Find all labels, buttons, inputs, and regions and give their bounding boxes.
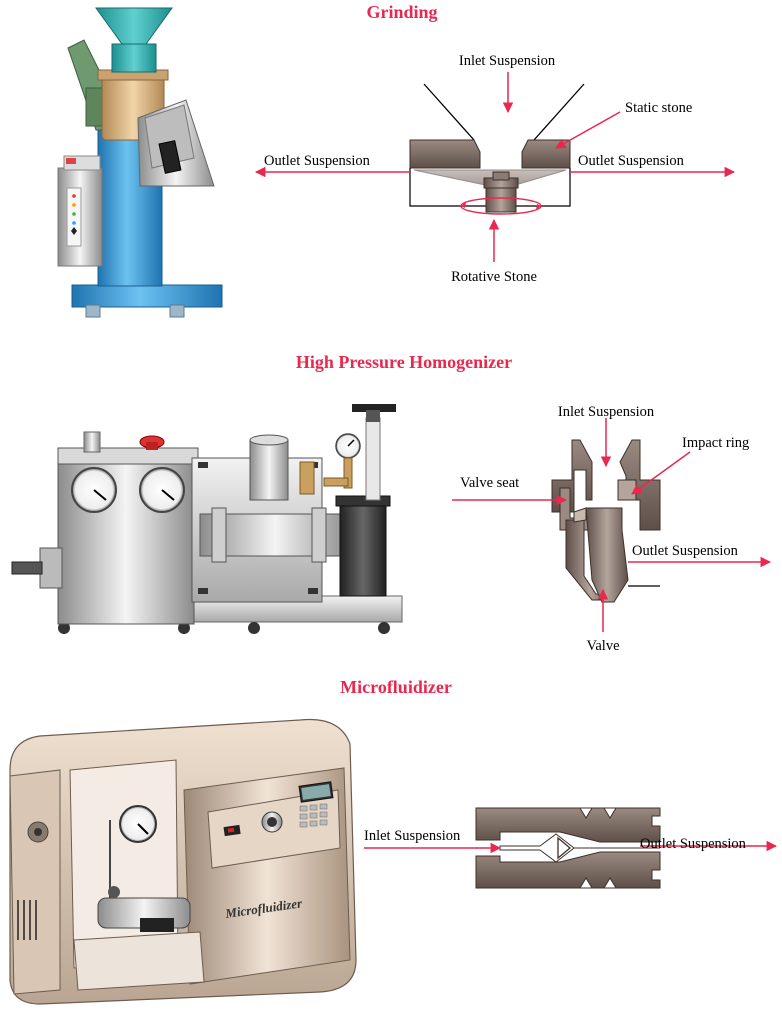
homogenizer-inlet-label: Inlet Suspension [558,404,655,420]
grinding-inlet-label: Inlet Suspension [459,53,556,69]
impact-ring-arrow [631,451,691,495]
chamber-bottom-block [475,851,661,889]
microfluidizer-section: Microfluidizer Microfluidizer [9,677,778,1005]
microfluidizer-chamber-schematic: Inlet Suspension Outlet Suspension [364,807,778,889]
grinding-title: Grinding [366,2,437,22]
homogenizer-machine-illustration [11,404,403,634]
grinding-outlet-left-label: Outlet Suspension [264,153,371,169]
chamber-top-block [475,807,661,843]
static-stone-arrow [555,111,621,149]
homogenizer-section: High Pressure Homogenizer [11,352,772,654]
impact-ring-left [551,439,593,513]
microfluidizer-outlet-label: Outlet Suspension [640,836,747,852]
homogenizer-outlet-label: Outlet Suspension [632,543,739,559]
static-stone-label: Static stone [625,100,692,116]
homogenizer-title: High Pressure Homogenizer [296,352,512,372]
microfluidizer-machine-illustration: Microfluidizer [9,718,357,1005]
valve-label: Valve [586,638,619,654]
homogenizer-valve-schematic: Inlet Suspension Impact ring Valve seat … [452,404,772,654]
valve-seat-label: Valve seat [460,475,519,491]
microfluidizer-inlet-label: Inlet Suspension [364,828,461,844]
static-stone-left [409,139,481,169]
grinding-schematic: Inlet Suspension Static stone Outlet Sus… [254,53,736,285]
grinding-section: Grinding [57,2,736,318]
valve-body [585,507,629,603]
rotative-stone-label: Rotative Stone [451,269,537,285]
grinding-machine-illustration [57,7,223,318]
grinding-outlet-right-label: Outlet Suspension [578,153,685,169]
impact-ring-label: Impact ring [682,435,749,451]
microfluidizer-title: Microfluidizer [340,677,452,697]
